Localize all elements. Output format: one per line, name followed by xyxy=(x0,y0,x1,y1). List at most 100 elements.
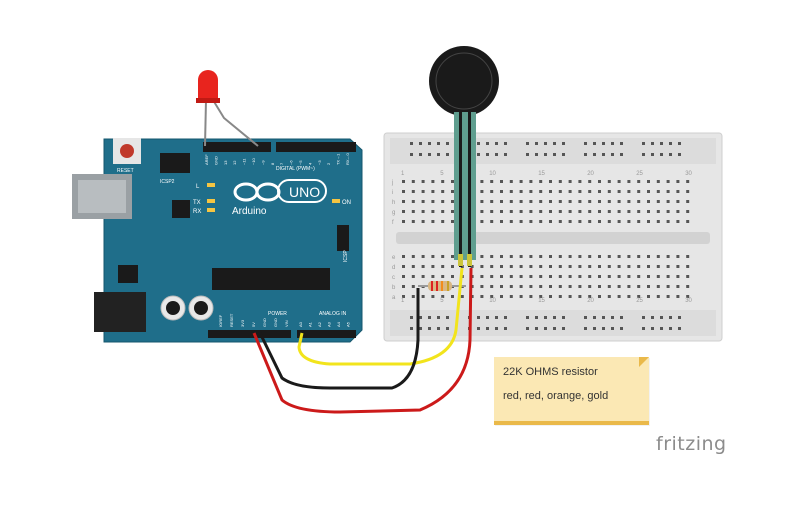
breadboard-hole xyxy=(568,190,572,193)
breadboard-hole xyxy=(451,255,454,258)
breadboard-hole xyxy=(676,265,680,268)
breadboard-hole xyxy=(437,142,440,145)
breadboard-hole xyxy=(411,265,415,268)
breadboard-hole xyxy=(421,220,425,223)
breadboard-hole xyxy=(598,265,601,268)
breadboard-hole xyxy=(651,316,654,319)
pin-label: A5 xyxy=(346,321,351,327)
breadboard-hole xyxy=(627,275,631,278)
breadboard-hole xyxy=(660,316,663,319)
pin-label: GND xyxy=(213,156,218,165)
breadboard-hole xyxy=(578,200,582,203)
breadboard-hole xyxy=(526,316,529,319)
breadboard-hole xyxy=(607,275,611,278)
breadboard-hole xyxy=(602,316,605,319)
breadboard-hole xyxy=(549,200,552,203)
note-color-code: red, red, orange, gold xyxy=(503,390,609,402)
breadboard-hole xyxy=(490,190,494,193)
pin-label: 7 xyxy=(279,162,284,165)
breadboard-hole xyxy=(584,142,587,145)
breadboard-hole xyxy=(419,153,422,156)
regulator xyxy=(118,265,138,283)
breadboard-hole xyxy=(666,180,670,183)
breadboard-hole xyxy=(549,285,552,288)
pin-label: 5V xyxy=(251,322,256,327)
note-fold xyxy=(639,357,649,367)
breadboard-hole xyxy=(686,210,690,213)
breadboard-hole xyxy=(666,255,670,258)
breadboard-hole xyxy=(529,210,533,213)
breadboard-hole xyxy=(535,153,538,156)
breadboard-hole xyxy=(519,275,523,278)
breadboard-hole xyxy=(607,255,611,258)
breadboard-hole xyxy=(627,220,631,223)
rx-label: RX xyxy=(193,209,201,215)
breadboard-hole xyxy=(602,327,605,330)
breadboard-hole xyxy=(647,210,650,213)
breadboard-hole xyxy=(637,275,641,278)
breadboard-hole xyxy=(490,180,494,183)
breadboard-hole xyxy=(446,142,449,145)
breadboard-hole xyxy=(539,265,543,268)
breadboard-hole xyxy=(588,220,592,223)
breadboard-hole xyxy=(611,153,614,156)
breadboard-hole xyxy=(437,316,440,319)
center-channel xyxy=(396,232,710,244)
breadboard-hole xyxy=(620,142,623,145)
breadboard-hole xyxy=(480,265,484,268)
breadboard-hole xyxy=(419,142,422,145)
pin-label: GND xyxy=(262,318,267,327)
breadboard-hole xyxy=(598,285,601,288)
breadboard-hole xyxy=(617,265,621,268)
breadboard-hole xyxy=(549,190,552,193)
breadboard-hole xyxy=(421,210,425,213)
breadboard-column-number: 15 xyxy=(538,298,545,304)
breadboard-hole xyxy=(584,153,587,156)
force-sensor xyxy=(429,46,499,267)
breadboard-hole xyxy=(410,142,413,145)
breadboard-hole xyxy=(656,210,660,213)
breadboard-hole xyxy=(539,210,543,213)
breadboard-hole xyxy=(611,327,614,330)
breadboard-hole xyxy=(678,316,681,319)
breadboard-hole xyxy=(647,275,650,278)
resistor-22k xyxy=(418,281,466,291)
breadboard-hole xyxy=(411,200,415,203)
breadboard-hole xyxy=(549,220,552,223)
breadboard-hole xyxy=(651,142,654,145)
on-label: ON xyxy=(342,200,351,206)
breadboard-hole xyxy=(431,295,435,298)
breadboard-hole xyxy=(535,142,538,145)
breadboard-hole xyxy=(544,327,547,330)
breadboard-hole xyxy=(637,295,641,298)
breadboard-hole xyxy=(637,180,641,183)
breadboard-hole xyxy=(558,190,562,193)
yellow-wire xyxy=(297,267,464,366)
red-wire xyxy=(252,267,473,414)
breadboard-hole xyxy=(486,327,489,330)
breadboard-hole xyxy=(421,295,425,298)
breadboard-hole xyxy=(660,142,663,145)
breadboard-hole xyxy=(611,142,614,145)
breadboard-hole xyxy=(500,285,503,288)
breadboard-hole xyxy=(553,142,556,145)
breadboard-hole xyxy=(529,200,533,203)
breadboard-hole xyxy=(568,200,572,203)
breadboard-hole xyxy=(647,200,650,203)
breadboard-hole xyxy=(656,275,660,278)
breadboard-hole xyxy=(637,220,641,223)
breadboard-hole xyxy=(529,220,533,223)
breadboard-hole xyxy=(656,255,660,258)
breadboard-hole xyxy=(490,295,494,298)
breadboard-hole xyxy=(441,180,445,183)
breadboard-hole xyxy=(686,180,690,183)
breadboard-hole xyxy=(451,200,454,203)
pin-label: ~5 xyxy=(298,160,303,165)
breadboard-hole xyxy=(519,200,523,203)
breadboard-hole xyxy=(678,327,681,330)
breadboard-hole xyxy=(598,220,601,223)
breadboard-hole xyxy=(588,200,592,203)
breadboard-hole xyxy=(676,295,680,298)
breadboard-hole xyxy=(509,210,513,213)
pin-label: 8 xyxy=(270,162,275,165)
